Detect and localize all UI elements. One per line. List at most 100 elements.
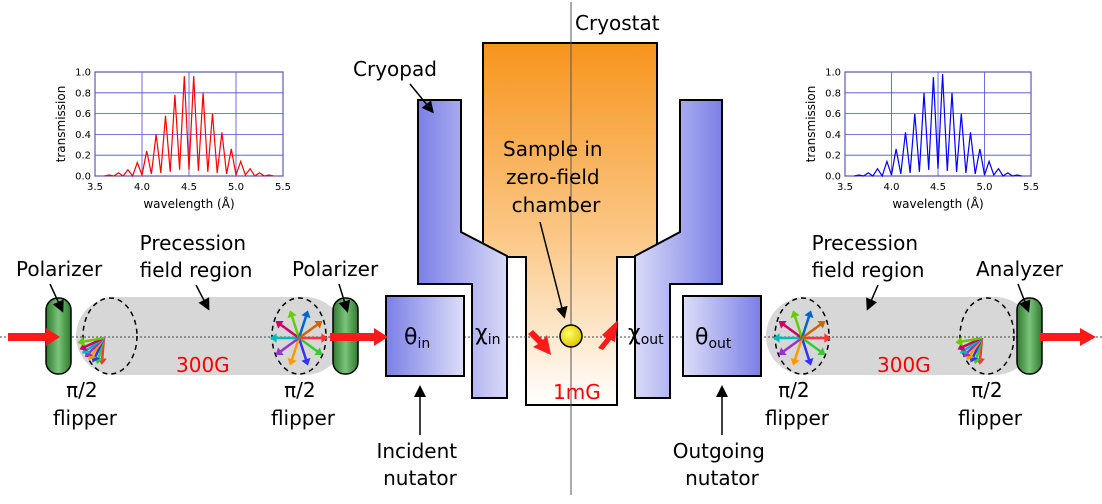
flipper-ellipse-4 xyxy=(959,297,1015,375)
chi-in-label: χin xyxy=(475,321,500,348)
chart-xlabel: wavelength (Å) xyxy=(892,196,983,211)
polarizer-left-pointer xyxy=(49,283,64,313)
y-tick-label: 0.8 xyxy=(75,88,91,99)
flipper-ellipse-1 xyxy=(82,297,138,375)
spin-arrow xyxy=(960,336,983,344)
spin-arrow xyxy=(290,337,301,362)
spin-arrow-head xyxy=(955,336,963,347)
x-tick-label: 5.5 xyxy=(275,182,291,193)
y-tick-label: 1.0 xyxy=(825,68,841,79)
spin-fan-4 xyxy=(955,336,985,365)
spin-fan-2 xyxy=(270,310,328,366)
spin-arrow-head xyxy=(790,310,800,319)
cryopad-right xyxy=(634,99,723,399)
spin-arrow-head xyxy=(270,333,277,343)
analyzer-pointer xyxy=(1017,283,1031,313)
polarizer-mid-label: Polarizer xyxy=(292,257,379,281)
spin-arrow-head xyxy=(287,310,297,319)
theta-out-label: θout xyxy=(695,325,732,352)
cryostat-body xyxy=(482,42,658,406)
x-tick-label: 3.5 xyxy=(837,182,853,193)
spin-arrow-head xyxy=(287,357,297,366)
sample xyxy=(559,324,583,348)
spin-arrow-head xyxy=(804,357,814,366)
x-tick-label: 5.0 xyxy=(977,182,993,193)
spin-arrow-head xyxy=(817,320,826,329)
field-left-label: 300G xyxy=(176,353,230,377)
spin-arrow xyxy=(793,337,804,362)
outgoing-nutator-label: Outgoing nutator xyxy=(673,439,771,490)
cryopad-pointer xyxy=(409,83,434,114)
chart-ylabel: transmission xyxy=(54,86,68,163)
x-tick-label: 4.5 xyxy=(181,182,197,193)
x-tick-label: 4.0 xyxy=(884,182,900,193)
flipper-label-4: π/2 flipper xyxy=(958,378,1023,430)
flipper-ellipse-2 xyxy=(271,297,327,375)
precession-left-pointer xyxy=(195,284,210,311)
precession-right-pointer xyxy=(866,284,879,311)
spin-arrow-head xyxy=(301,310,311,319)
spin-fan-3 xyxy=(773,310,831,366)
incident-nutator-label: Incident nutator xyxy=(376,439,463,490)
spin-arrow xyxy=(800,314,811,339)
spin-arrow xyxy=(278,322,300,340)
spin-arrow xyxy=(781,336,803,354)
spin-arrow-head xyxy=(275,320,284,329)
y-tick-label: 0.8 xyxy=(825,88,841,99)
spin-arrow-head xyxy=(314,320,323,329)
spin-arrow xyxy=(297,337,308,362)
spin-arrow xyxy=(800,337,811,362)
analyzer-label: Analyzer xyxy=(976,257,1064,281)
spin-arrow-head xyxy=(79,342,88,351)
spin-arrow-head xyxy=(321,333,328,343)
spin-arrow xyxy=(781,322,803,340)
spin-arrow xyxy=(298,336,320,354)
precession-tube-left xyxy=(76,297,344,375)
y-tick-label: 0.6 xyxy=(825,109,841,120)
spin-arrow-head xyxy=(824,333,831,343)
flipper-label-3: π/2 flipper xyxy=(765,378,830,430)
chart-ylabel: transmission xyxy=(804,86,818,163)
polarizer-left-label: Polarizer xyxy=(16,257,103,281)
y-tick-label: 0.4 xyxy=(75,130,91,141)
x-tick-label: 3.5 xyxy=(87,182,103,193)
spin-arrow-head xyxy=(790,357,800,366)
chart-series-line xyxy=(104,76,274,178)
spin-arrow-head xyxy=(275,347,284,356)
spin-arrow xyxy=(82,336,105,344)
spin-arrow xyxy=(298,322,320,340)
y-tick-label: 0.2 xyxy=(825,151,841,162)
chart-series-line xyxy=(854,74,1022,178)
x-tick-label: 4.0 xyxy=(134,182,150,193)
spin-arrow-head xyxy=(778,320,787,329)
x-tick-label: 5.5 xyxy=(1023,182,1039,193)
precession-left-label: Precession field region xyxy=(140,231,253,282)
chi-out-label: χout xyxy=(628,321,664,348)
flipper-ellipse-3 xyxy=(774,297,830,375)
spin-arrow-head xyxy=(804,310,814,319)
y-tick-label: 1.0 xyxy=(75,68,91,79)
spin-arrow xyxy=(278,336,300,354)
spin-arrow xyxy=(793,314,804,339)
spin-arrow-head xyxy=(77,336,85,347)
flipper-label-1: π/2 flipper xyxy=(53,378,118,430)
y-tick-label: 0.2 xyxy=(75,151,91,162)
precession-right-label: Precession field region xyxy=(812,231,925,282)
cryostat-label: Cryostat xyxy=(575,11,660,35)
y-tick-label: 0.0 xyxy=(75,172,91,183)
sample-pointer xyxy=(539,221,568,319)
y-tick-label: 0.6 xyxy=(75,109,91,120)
theta-out-box xyxy=(682,295,762,377)
spin-arrow xyxy=(801,322,823,340)
chart-xlabel: wavelength (Å) xyxy=(143,196,234,211)
spin-arrow xyxy=(290,314,301,339)
spin-arrow-head xyxy=(314,347,323,356)
cryopad-left xyxy=(417,99,508,399)
analyzer-element xyxy=(1016,297,1043,375)
x-tick-label: 4.5 xyxy=(930,182,946,193)
field-right-label: 300G xyxy=(877,353,931,377)
